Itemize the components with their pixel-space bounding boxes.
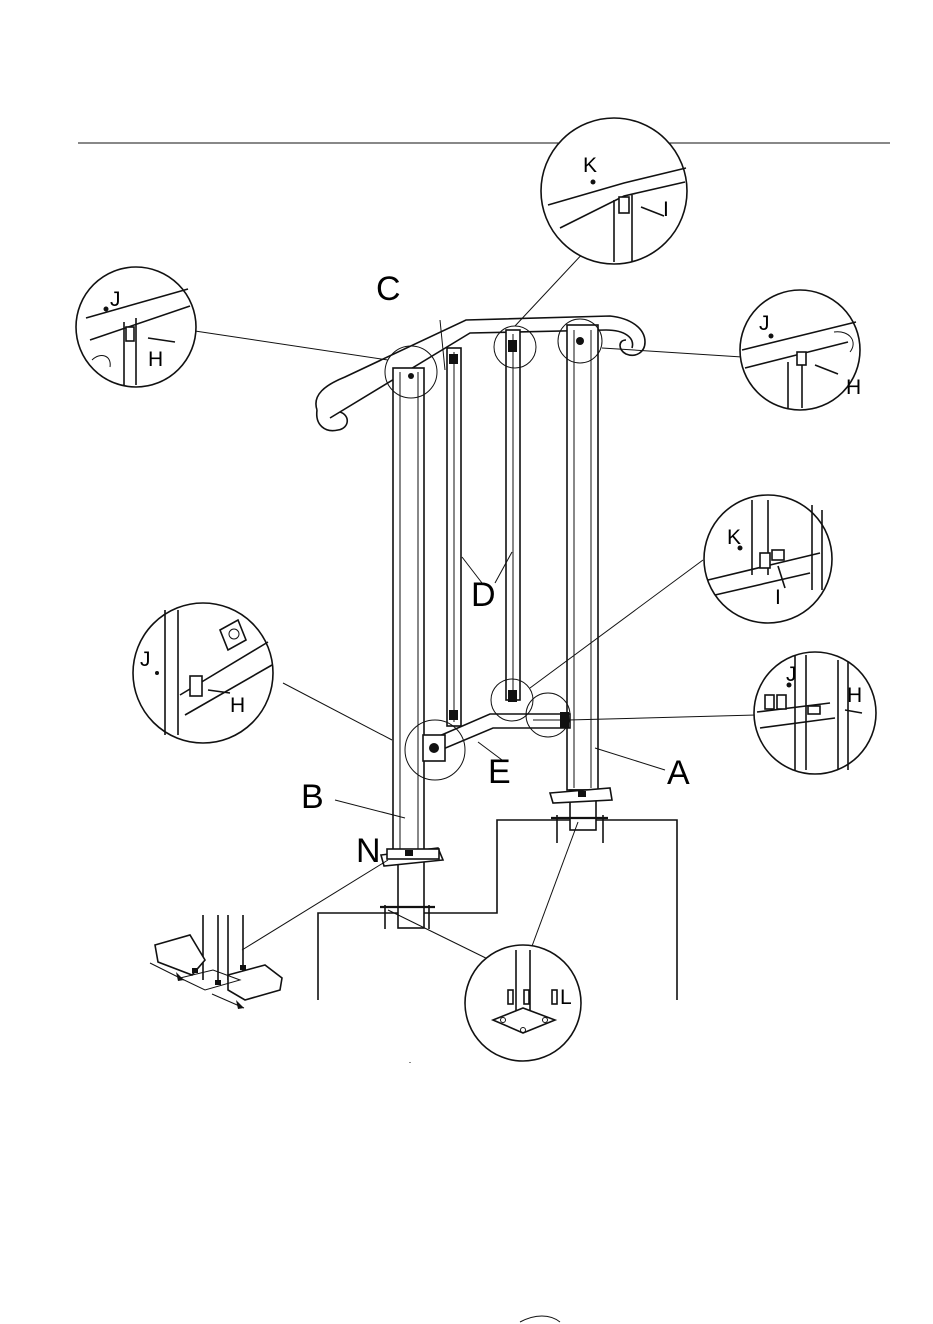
callout-mid-left-h: H <box>230 694 245 717</box>
balusters-d <box>447 330 520 726</box>
label-n: N <box>356 832 381 870</box>
label-d: D <box>471 576 496 614</box>
callout-mid-right-i: I <box>775 586 781 609</box>
label-a: A <box>667 754 690 792</box>
callout-mid-right-k: K <box>727 526 741 549</box>
callout-top-center: K I <box>541 118 687 264</box>
callout-bottom-center-l: L <box>560 986 572 1009</box>
callout-bottom-center: L <box>465 945 581 1061</box>
callout-mid-left-j: J <box>140 648 151 671</box>
label-b: B <box>301 778 324 816</box>
post-a <box>550 325 612 843</box>
callout-low-right: J H <box>754 652 876 774</box>
callout-top-right-j: J <box>759 312 770 335</box>
label-c: C <box>376 270 401 308</box>
part-labels: C D E A B N <box>301 270 690 870</box>
leader-lines <box>195 250 756 1063</box>
callout-top-right: J H <box>740 290 861 410</box>
callout-top-center-k: K <box>583 154 597 177</box>
callout-low-right-h: H <box>847 684 862 707</box>
callout-top-left-j: J <box>110 288 121 311</box>
callout-top-right-h: H <box>846 376 861 399</box>
callout-top-center-i: I <box>663 198 669 221</box>
callout-low-right-j: J <box>786 663 797 686</box>
label-e: E <box>488 753 511 791</box>
callout-mid-left: J H <box>133 603 273 743</box>
callout-top-left-h: H <box>148 348 163 371</box>
page-footer-mark <box>520 1316 560 1322</box>
post-b <box>380 368 443 929</box>
base-cover-inset <box>150 915 282 1009</box>
callout-top-left: J H <box>76 267 196 387</box>
callout-mid-right: K I <box>704 495 832 623</box>
